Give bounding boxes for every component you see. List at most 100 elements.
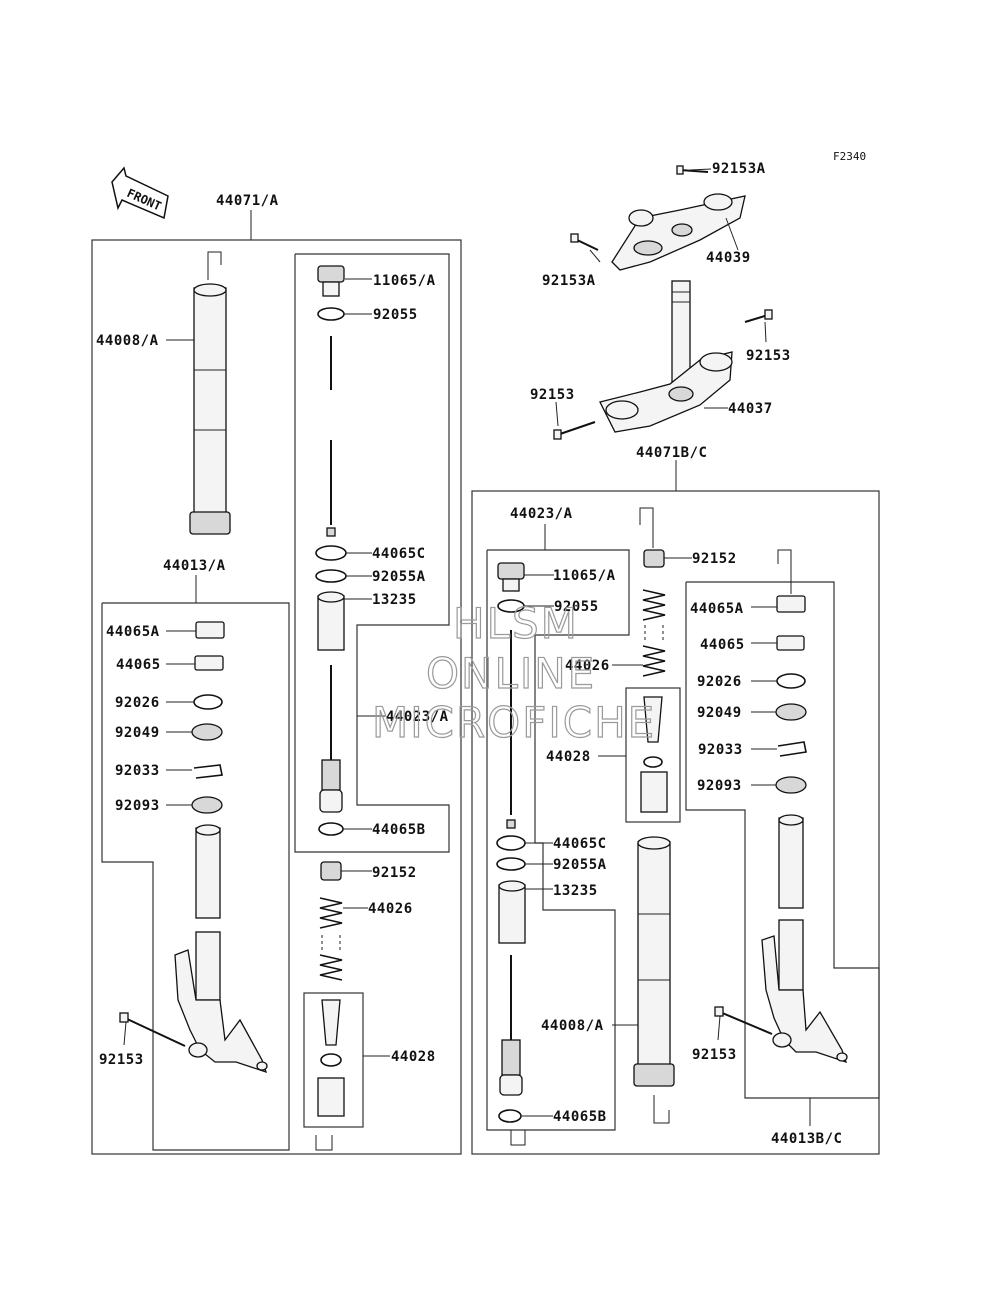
label-44065b-left: 44065B (372, 822, 426, 838)
label-13235-left: 13235 (372, 592, 417, 608)
label-11065a-left: 11065/A (373, 273, 436, 289)
label-92049-left: 92049 (115, 725, 160, 741)
spring-seat-44028-left (317, 999, 345, 1117)
label-13235-right: 13235 (553, 883, 598, 899)
steering-stem-lower-clamp (599, 280, 733, 433)
o-ring-92055-left (317, 307, 345, 321)
cap-bolt-11065a-left (317, 265, 345, 297)
label-44065a-left: 44065A (106, 624, 160, 640)
outer-tube-left (189, 251, 231, 535)
label-92153-right: 92153 (746, 348, 791, 364)
label-44065-left: 44065 (116, 657, 161, 673)
left-assembly-frames (91, 210, 462, 1155)
spring-44026-right (642, 589, 666, 677)
label-92153-left: 92153 (530, 387, 575, 403)
label-92033-right: 92033 (698, 742, 743, 758)
upper-triple-clamp (611, 193, 746, 271)
label-92055-left: 92055 (373, 307, 418, 323)
label-44013bc: 44013B/C (771, 1131, 842, 1147)
clip-92033-right (777, 741, 807, 757)
watermark-line-1: HLSM (453, 599, 579, 648)
seal-92049-left (191, 723, 223, 741)
ring-44065b-right (498, 1109, 522, 1123)
bushing-44065-left (194, 655, 224, 671)
label-44028-right: 44028 (546, 749, 591, 765)
ring-44065c-right (496, 835, 526, 851)
label-92026-left: 92026 (115, 695, 160, 711)
label-92153-bottom-right: 92153 (692, 1047, 737, 1063)
label-44065a-right: 44065A (690, 601, 744, 617)
collar-13235-left (317, 591, 345, 651)
collar-13235-right (498, 880, 526, 944)
spring-seat-44028-right (640, 696, 668, 813)
watermark: HLSM ONLINE MICROFICHE (371, 598, 656, 747)
label-92093-left: 92093 (115, 798, 160, 814)
ring-44065b-left (318, 822, 344, 836)
label-44026-left: 44026 (368, 901, 413, 917)
label-44023a-right: 44023/A (510, 506, 573, 522)
bolt-92153a-top (676, 165, 709, 175)
right-assembly-frames (471, 460, 880, 1155)
damper-rod-44023a-left (319, 665, 343, 813)
label-92152-right: 92152 (692, 551, 737, 567)
diagram-code: F2340 (833, 150, 866, 163)
push-rod-right (506, 630, 516, 829)
label-92033-left: 92033 (115, 763, 160, 779)
label-92153a-top: 92153A (712, 161, 766, 177)
watermark-line-2: ONLINE (426, 649, 596, 698)
o-ring-92055a-left (315, 569, 347, 583)
label-92049-right: 92049 (697, 705, 742, 721)
bolt-92153-left (553, 421, 596, 440)
label-44065b-right: 44065B (553, 1109, 607, 1125)
label-92055a-right: 92055A (553, 857, 607, 873)
label-44028-left: 44028 (391, 1049, 436, 1065)
push-rod-left (326, 336, 336, 537)
dust-seal-92093-left (191, 796, 223, 814)
label-44008a-right: 44008/A (541, 1018, 604, 1034)
bushing-44065-right (776, 635, 805, 651)
label-44071bc: 44071B/C (636, 445, 707, 461)
clip-92033-left (193, 764, 223, 779)
nut-92152-right (643, 549, 665, 568)
bolt-92153a-left (570, 233, 599, 251)
bolt-92153-bottom-left (119, 1012, 186, 1047)
label-44008a-left: 44008/A (96, 333, 159, 349)
outer-tube-right (633, 836, 675, 1124)
label-44039: 44039 (706, 250, 751, 266)
front-arrow-icon: FRONT (111, 166, 169, 220)
label-44065-right: 44065 (700, 637, 745, 653)
label-44037: 44037 (728, 401, 773, 417)
washer-92026-left (193, 694, 223, 710)
o-ring-92055a-right (496, 857, 526, 871)
label-92055-right: 92055 (554, 599, 599, 615)
label-92093-right: 92093 (697, 778, 742, 794)
label-44026-right: 44026 (565, 658, 610, 674)
label-44023a-left: 44023/A (386, 709, 449, 725)
washer-92026-right (776, 673, 806, 689)
label-11065a-right: 11065/A (553, 568, 616, 584)
bushing-44065a-right (776, 595, 806, 613)
bolt-92153-bottom-right (714, 1006, 773, 1035)
bushing-44065a-left (195, 621, 225, 639)
cap-bolt-11065a-right (497, 562, 525, 592)
inner-tube-axle-bracket-right (761, 814, 848, 1064)
spring-44026-left (319, 897, 343, 981)
nut-92152-left (320, 861, 342, 881)
label-44065c-left: 44065C (372, 546, 426, 562)
label-44065c-right: 44065C (553, 836, 607, 852)
dust-seal-92093-right (775, 776, 807, 794)
watermark-line-3: MICROFICHE (372, 698, 656, 747)
seal-92049-right (775, 703, 807, 721)
label-92026-right: 92026 (697, 674, 742, 690)
label-92055a-left: 92055A (372, 569, 426, 585)
label-92153-bottom-left: 92153 (99, 1052, 144, 1068)
label-92153a-left: 92153A (542, 273, 596, 289)
bolt-92153-right (744, 309, 773, 323)
label-44013a: 44013/A (163, 558, 226, 574)
ring-44065c-left (315, 545, 347, 561)
label-92152-left: 92152 (372, 865, 417, 881)
damper-rod-44023a-right (499, 955, 523, 1096)
label-44071a: 44071/A (216, 193, 279, 209)
inner-tube-axle-bracket-left (174, 824, 268, 1074)
